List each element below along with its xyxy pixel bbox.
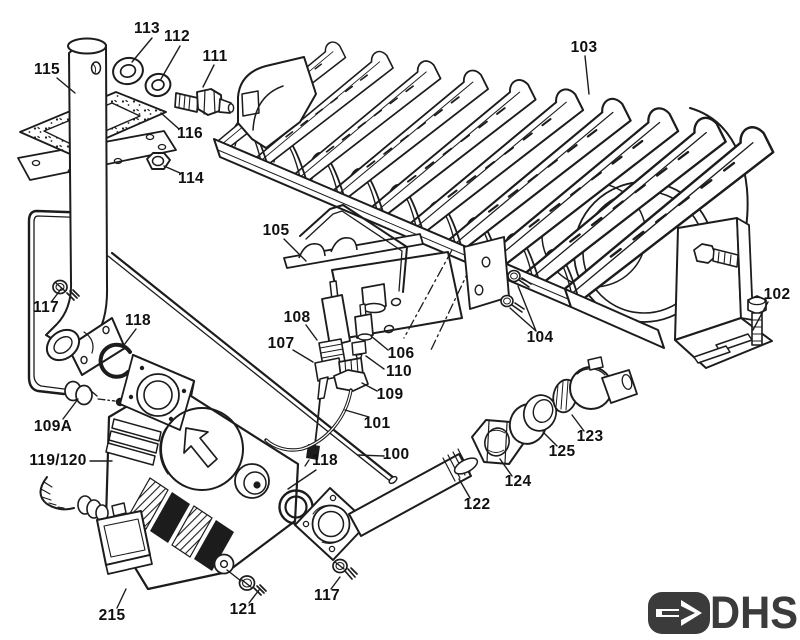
washer-113 (112, 56, 144, 86)
pilot-burner-assembly (264, 204, 463, 467)
valve-inlet-flange (119, 354, 195, 431)
part-label-106: 106 (387, 345, 415, 362)
cable-connector-215 (39, 476, 153, 575)
leader-lines (51, 37, 769, 609)
part-label-122: 122 (463, 496, 491, 513)
part-label-114: 114 (178, 170, 204, 187)
o-ring-118-left (98, 342, 132, 379)
part-label-112: 112 (164, 28, 190, 45)
pilot-tube-101 (264, 388, 353, 452)
part-label-110: 110 (386, 363, 412, 380)
fitting-109A (64, 380, 125, 407)
part-label-108: 108 (283, 309, 311, 326)
arrow-icon (183, 427, 218, 468)
fitting-109 (333, 357, 369, 392)
right-mounting-bracket (674, 217, 773, 369)
pipe-122 (348, 448, 479, 537)
washer-112 (144, 72, 172, 98)
bolt-102 (747, 295, 767, 346)
screw-117-top (52, 279, 80, 301)
part-label-102: 102 (763, 286, 791, 303)
injector-106 (354, 303, 374, 341)
part-label-118-left: 118 (125, 312, 151, 329)
part-label-119-120: 119/120 (29, 452, 87, 469)
pilot-strap (299, 204, 408, 293)
valve-cover (160, 407, 244, 491)
dhs-logo: DHS (648, 587, 798, 638)
fitting-111 (174, 88, 235, 116)
part-label-103: 103 (570, 39, 598, 56)
part-label-125: 125 (548, 443, 576, 460)
part-label-124: 124 (504, 473, 532, 490)
part-label-113: 113 (134, 20, 160, 37)
part-label-117-bottom: 117 (314, 587, 340, 604)
screw-117-bottom (332, 558, 358, 580)
part-label-115: 115 (34, 61, 60, 78)
valve-mount-ear (213, 553, 235, 575)
part-label-118-right: 118 (312, 452, 338, 469)
nut-114 (146, 152, 171, 170)
mounting-bracket-104 (403, 236, 532, 353)
logo-text: DHS (710, 587, 798, 638)
part-label-107: 107 (267, 335, 295, 352)
part-label-100: 100 (382, 446, 410, 463)
part-label-116: 116 (177, 125, 203, 142)
screw-121 (238, 575, 267, 596)
sleeve-125 (508, 394, 558, 445)
part-label-104: 104 (526, 329, 554, 346)
part-label-109: 109 (376, 386, 404, 403)
outlet-pipe-assembly (278, 356, 638, 580)
screw-104-b (500, 294, 525, 313)
part-label-117-top: 117 (33, 299, 59, 316)
elbow-123 (552, 356, 638, 414)
gas-valve (39, 353, 300, 596)
part-label-105: 105 (262, 222, 290, 239)
manifold-pipe-100 (107, 251, 398, 485)
supply-pipe-assembly (17, 37, 235, 407)
part-label-101: 101 (363, 415, 391, 432)
part-label-111: 111 (202, 48, 228, 65)
part-label-123: 123 (576, 428, 604, 445)
part-label-215: 215 (98, 607, 126, 624)
bracket-bolt (693, 243, 739, 268)
part-label-121: 121 (229, 601, 257, 618)
valve-knob (234, 463, 270, 499)
screw-104-a (507, 269, 532, 288)
part-label-109A: 109A (33, 418, 73, 435)
